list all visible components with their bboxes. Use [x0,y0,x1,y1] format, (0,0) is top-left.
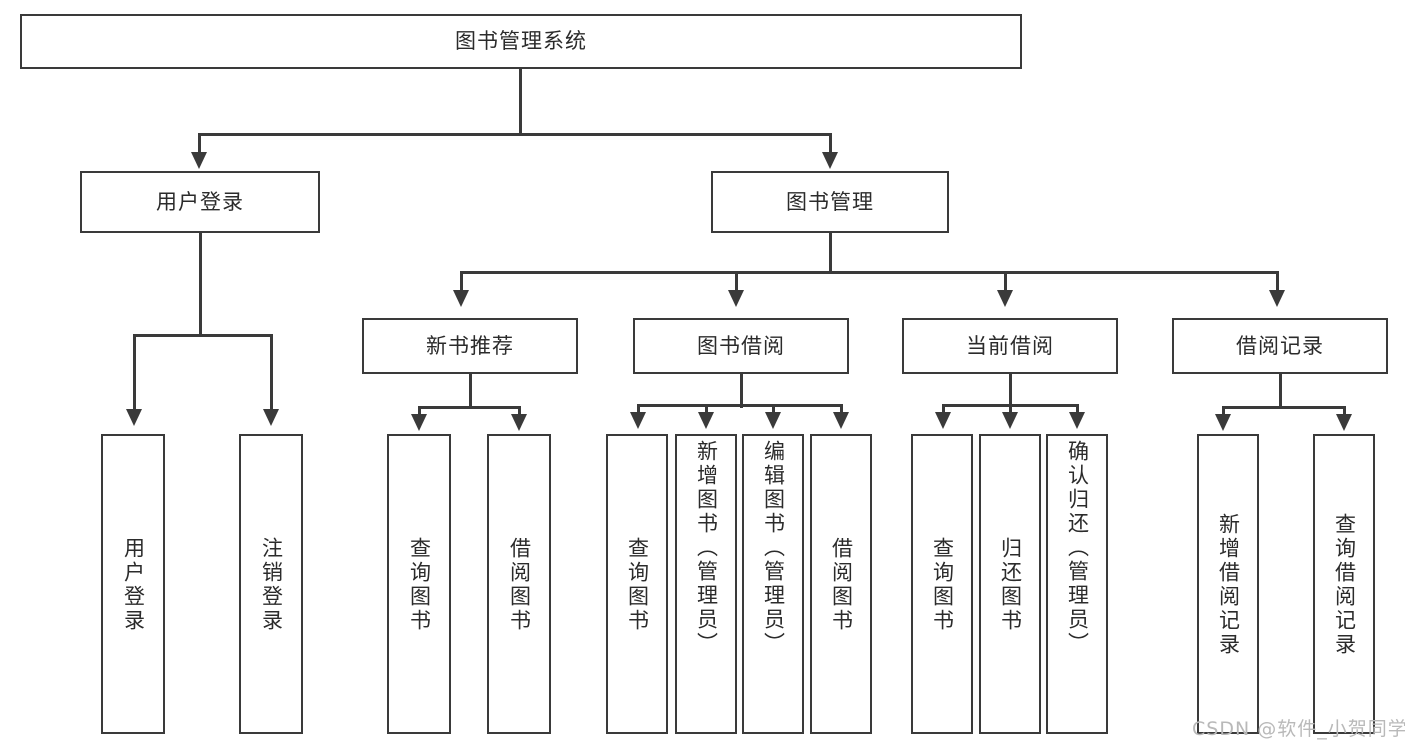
connector-bb-drop-1 [637,404,640,416]
connector-user-login-stem [199,233,202,336]
arrowhead-leaf-query-book-1 [411,414,427,431]
connector-root-to-user-login [198,133,201,155]
node-user-login[interactable]: 用户登录 [80,171,320,233]
connector-nbr-drop-1 [418,406,421,418]
connector-bb-bus [637,404,841,407]
node-leaf-return-book[interactable]: 归还图书 [979,434,1041,734]
arrowhead-leaf-return-book [1002,412,1018,429]
node-book-manage[interactable]: 图书管理 [711,171,949,233]
watermark-text: CSDN @软件_小贺同学 [1192,718,1405,740]
node-leaf-query-book-3[interactable]: 查询图书 [911,434,973,734]
node-book-borrow[interactable]: 图书借阅 [633,318,849,374]
node-leaf-add-record[interactable]: 新增借阅记录 [1197,434,1259,734]
node-leaf-user-login-label: 用户登录 [121,537,146,633]
arrowhead-leaf-logout [263,409,279,426]
node-new-book-recommend-label: 新书推荐 [426,333,514,358]
connector-cb-drop-3 [1076,404,1079,416]
node-book-manage-label: 图书管理 [786,189,874,214]
arrowhead-current-borrow [997,290,1013,307]
connector-bm-drop-1 [460,271,463,292]
node-current-borrow[interactable]: 当前借阅 [902,318,1118,374]
connector-bb-drop-3 [772,404,775,416]
arrowhead-borrow-record [1269,290,1285,307]
arrowhead-leaf-query-book-3 [935,412,951,429]
node-leaf-borrow-book-1-label: 借阅图书 [507,537,532,633]
connector-bm-drop-2 [735,271,738,292]
arrowhead-leaf-add-book [698,412,714,429]
connector-br-drop-1 [1222,406,1225,418]
arrowhead-leaf-user-login [126,409,142,426]
connector-bb-drop-4 [840,404,843,416]
node-leaf-query-book-3-label: 查询图书 [930,537,955,633]
connector-book-manage-stem [829,233,832,273]
node-borrow-record[interactable]: 借阅记录 [1172,318,1388,374]
node-leaf-return-book-label: 归还图书 [998,537,1023,633]
arrowhead-user-login [191,152,207,169]
connector-root-bus [198,133,832,136]
node-leaf-query-book-2-label: 查询图书 [625,537,650,633]
connector-root-stem [519,69,522,135]
node-leaf-add-record-label: 新增借阅记录 [1216,513,1241,657]
connector-br-bus [1222,406,1346,409]
connector-book-manage-bus [460,271,1279,274]
node-leaf-add-book-label: 新增图书（管理员） [694,440,719,656]
arrowhead-leaf-borrow-book-1 [511,414,527,431]
arrowhead-book-borrow [728,290,744,307]
arrowhead-leaf-confirm-return [1069,412,1085,429]
connector-user-login-bus [133,334,272,337]
node-root[interactable]: 图书管理系统 [20,14,1022,69]
node-leaf-logout[interactable]: 注销登录 [239,434,303,734]
node-leaf-edit-book-label: 编辑图书（管理员） [761,440,786,656]
connector-bb-drop-2 [705,404,708,416]
connector-br-drop-2 [1343,406,1346,418]
node-leaf-edit-book[interactable]: 编辑图书（管理员） [742,434,804,734]
node-leaf-confirm-return[interactable]: 确认归还（管理员） [1046,434,1108,734]
connector-user-login-left-drop [133,334,136,412]
connector-user-login-right-drop [270,334,273,412]
node-borrow-record-label: 借阅记录 [1236,333,1324,358]
node-leaf-query-book-2[interactable]: 查询图书 [606,434,668,734]
node-leaf-borrow-book-1[interactable]: 借阅图书 [487,434,551,734]
connector-bm-drop-4 [1276,271,1279,292]
node-user-login-label: 用户登录 [156,189,244,214]
connector-cb-stem [1009,374,1012,408]
node-leaf-query-book-1[interactable]: 查询图书 [387,434,451,734]
node-root-label: 图书管理系统 [455,29,587,54]
connector-nbr-bus [418,406,521,409]
connector-root-to-book-manage [829,133,832,155]
connector-nbr-stem [469,374,472,408]
node-leaf-confirm-return-label: 确认归还（管理员） [1065,440,1090,656]
node-leaf-query-record-label: 查询借阅记录 [1332,513,1357,657]
node-new-book-recommend[interactable]: 新书推荐 [362,318,578,374]
arrowhead-leaf-query-record [1336,414,1352,431]
connector-bb-stem [740,374,743,408]
connector-cb-drop-1 [942,404,945,416]
node-leaf-add-book[interactable]: 新增图书（管理员） [675,434,737,734]
node-leaf-user-login[interactable]: 用户登录 [101,434,165,734]
connector-nbr-drop-2 [518,406,521,418]
connector-br-stem [1279,374,1282,408]
arrowhead-book-manage [822,152,838,169]
connector-cb-drop-2 [1009,404,1012,416]
connector-bm-drop-3 [1004,271,1007,292]
node-leaf-borrow-book-2[interactable]: 借阅图书 [810,434,872,734]
node-leaf-query-record[interactable]: 查询借阅记录 [1313,434,1375,734]
arrowhead-leaf-query-book-2 [630,412,646,429]
arrowhead-leaf-edit-book [765,412,781,429]
node-current-borrow-label: 当前借阅 [966,333,1054,358]
node-leaf-query-book-1-label: 查询图书 [407,537,432,633]
arrowhead-leaf-add-record [1215,414,1231,431]
node-leaf-logout-label: 注销登录 [259,537,284,633]
node-leaf-borrow-book-2-label: 借阅图书 [829,537,854,633]
arrowhead-leaf-borrow-book-2 [833,412,849,429]
node-book-borrow-label: 图书借阅 [697,333,785,358]
arrowhead-new-book-recommend [453,290,469,307]
